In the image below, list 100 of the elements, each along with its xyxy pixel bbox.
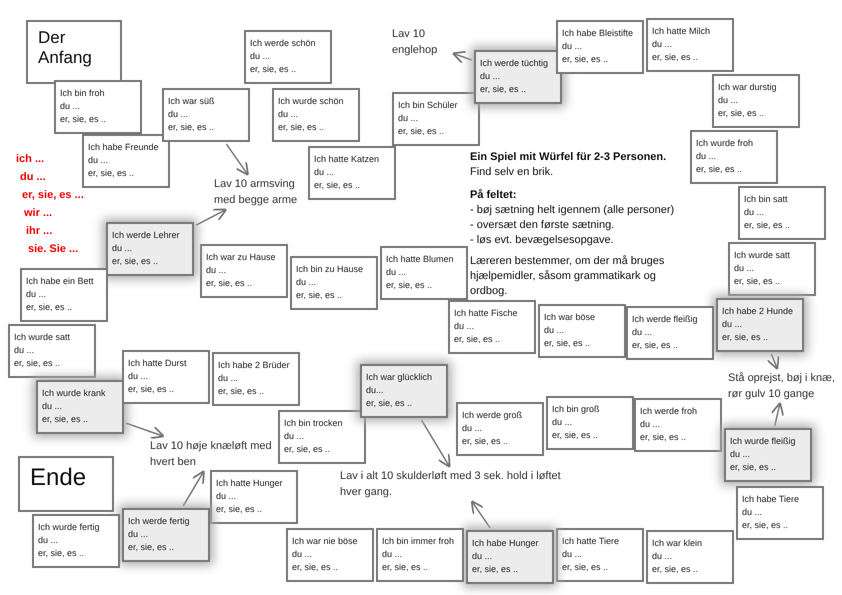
pronoun-prompt: du ... [128, 370, 150, 383]
card-sentence: Ich wurde fleißig [730, 435, 797, 448]
card-sentence: Ich wurde schön [278, 95, 345, 108]
pronoun-prompt: er, sie, es .. [652, 51, 700, 64]
note-text: Læreren bestemmer, om der må bruges hjælpemidler, såsom grammatikark og ordbog. [470, 254, 666, 299]
pronoun-prompt: du ... [168, 108, 190, 121]
arrow [452, 50, 472, 64]
pronoun-prompt: du ... [562, 548, 584, 561]
pronoun-prompt: du ... [206, 264, 228, 277]
pronoun-label: er, sie, es ... [22, 188, 84, 203]
pronoun-prompt: er, sie, es .. [730, 461, 778, 474]
pronoun-prompt: er, sie, es .. [480, 83, 528, 96]
game-card [278, 410, 366, 464]
game-card [690, 130, 778, 184]
pronoun-prompt: er, sie, es .. [284, 443, 332, 456]
instruction-text: Find selv en brik. [470, 165, 554, 180]
game-card [36, 380, 124, 434]
game-card [380, 246, 468, 300]
game-card [200, 244, 288, 298]
pronoun-prompt: du ... [112, 242, 134, 255]
pronoun-prompt: er, sie, es .. [544, 337, 592, 350]
pronoun-prompt: er, sie, es .. [14, 357, 62, 370]
instruction-item: - bøj sætning helt igennem (alle personer) [470, 203, 674, 218]
card-sentence: Ich werde tüchtig [480, 57, 550, 70]
instruction-heading: På feltet: [470, 188, 516, 203]
card-sentence: Ich wurde froh [696, 137, 754, 150]
exercise-text: Lav 10 høje knæløft med hvert ben [150, 438, 278, 470]
pronoun-prompt: er, sie, es .. [26, 301, 74, 314]
pronoun-prompt: er, sie, es .. [314, 179, 362, 192]
game-card [8, 324, 96, 378]
game-card [122, 508, 210, 562]
pronoun-prompt: er, sie, es .. [462, 435, 510, 448]
card-sentence: Ich wurde fertig [38, 521, 101, 534]
card-title: Der Anfang [38, 28, 93, 68]
game-card [286, 528, 374, 582]
card-sentence: Ich werde fleißig [632, 313, 699, 326]
instruction-item: - oversæt den første sætning. [470, 218, 614, 233]
arrow [126, 422, 165, 439]
game-card [54, 80, 142, 134]
pronoun-prompt: du ... [26, 288, 48, 301]
game-card [244, 30, 332, 84]
card-sentence: Ich wurde satt [14, 331, 72, 344]
pronoun-prompt: er, sie, es .. [386, 279, 434, 292]
pronoun-prompt: du ... [696, 150, 718, 163]
card-sentence: Ich werde schön [250, 37, 317, 50]
pronoun-prompt: du ... [88, 154, 110, 167]
card-sentence: Ich war durstig [718, 81, 778, 94]
game-card [272, 88, 360, 142]
card-sentence: Ich war süß [168, 95, 216, 108]
pronoun-prompt: er, sie, es .. [562, 53, 610, 66]
card-sentence: Ich wurde satt [734, 249, 792, 262]
pronoun-prompt: er, sie, es .. [742, 519, 790, 532]
pronoun-prompt: er, sie, es .. [250, 63, 298, 76]
pronoun-prompt: er, sie, es .. [632, 339, 680, 352]
pronoun-prompt: er, sie, es .. [292, 561, 340, 574]
pronoun-prompt: er, sie, es .. [718, 107, 766, 120]
game-card [308, 146, 396, 200]
game-card [448, 300, 536, 354]
card-sentence: Ich hatte Hunger [216, 477, 284, 490]
pronoun-prompt: du ... [742, 506, 764, 519]
pronoun-prompt: du ... [216, 490, 238, 503]
pronoun-prompt: er, sie, es .. [296, 289, 344, 302]
pronoun-prompt: er, sie, es .. [472, 563, 520, 576]
card-sentence: Ich bin zu Hause [296, 263, 364, 276]
pronoun-prompt: du ... [632, 326, 654, 339]
game-card [212, 352, 300, 406]
pronoun-label: ihr ... [26, 224, 52, 239]
pronoun-prompt: du ... [722, 318, 744, 331]
pronoun-prompt: du ... [734, 262, 756, 275]
pronoun-prompt: er, sie, es .. [168, 121, 216, 134]
arrow [196, 208, 228, 226]
card-sentence: Ich war zu Hause [206, 251, 277, 264]
arrow [470, 500, 491, 528]
pronoun-prompt: du ... [278, 108, 300, 121]
card-sentence: Ich bin froh [60, 87, 106, 100]
pronoun-prompt: du ... [292, 548, 314, 561]
card-sentence: Ich hatte Milch [652, 25, 712, 38]
pronoun-prompt: du ... [398, 112, 420, 125]
game-card [738, 186, 826, 240]
game-card [736, 486, 824, 540]
card-sentence: Ich bin trocken [284, 417, 344, 430]
game-card [360, 364, 448, 418]
pronoun-prompt: er, sie, es .. [128, 541, 176, 554]
pronoun-prompt: du ... [250, 50, 272, 63]
pronoun-prompt: er, sie, es .. [216, 503, 264, 516]
pronoun-prompt: du ... [730, 448, 752, 461]
pronoun-prompt: er, sie, es .. [696, 163, 744, 176]
game-card [456, 402, 544, 456]
exercise-text: Lav 10 armsving med begge arme [214, 176, 306, 208]
exercise-text: Stå oprejst, bøj i knæ, rør gulv 10 gange [728, 370, 840, 402]
pronoun-prompt: du ... [296, 276, 318, 289]
pronoun-prompt: er, sie, es .. [218, 385, 266, 398]
game-card [20, 268, 108, 322]
pronoun-prompt: er, sie, es .. [278, 121, 326, 134]
pronoun-prompt: er, sie, es .. [744, 219, 792, 232]
arrow [770, 402, 784, 426]
card-sentence: Ich habe 2 Brüder [218, 359, 291, 372]
pronoun-label: ich ... [16, 152, 44, 167]
card-sentence: Ich bin immer froh [382, 535, 456, 548]
card-sentence: Ich hatte Katzen [314, 153, 380, 166]
